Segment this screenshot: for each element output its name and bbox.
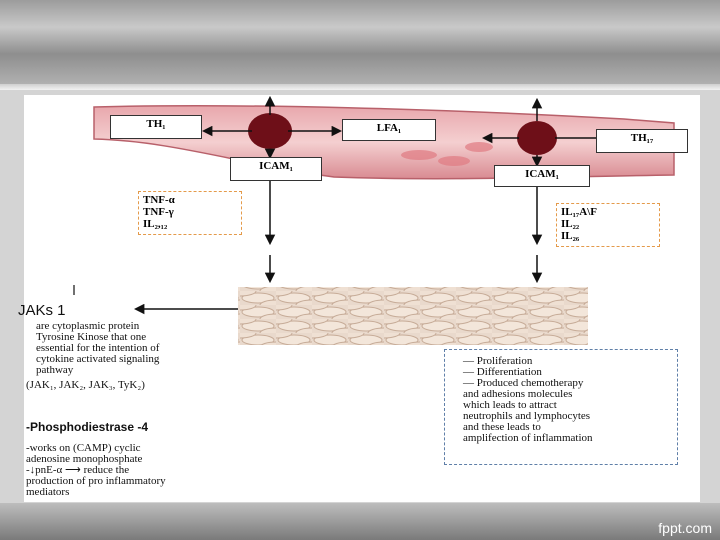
jak-title: JAKs 1 xyxy=(18,302,66,319)
jak-line: Tyrosine Kinose that one xyxy=(36,331,147,343)
diagram-graphics xyxy=(73,95,675,345)
effect-line: — Produced chemotherapy xyxy=(463,377,584,389)
pde-line: -↓pnE-α ⟶ reduce the xyxy=(26,464,130,476)
right-cytokine-box: IL₁₇A\F IL₂₂ IL₂₆ xyxy=(556,203,660,247)
pde-line: production of pro inflammatory xyxy=(26,475,166,487)
icam1-right-box: ICAM₁ xyxy=(494,165,590,187)
top-banner xyxy=(0,0,720,90)
effect-line: which leads to attract xyxy=(463,399,557,411)
slide: TH₁ LFA₁ TH₁₇ ICAM₁ ICAM₁ TNF-α TNF-γ IL… xyxy=(18,95,700,502)
cytokine-item: IL₂,₁₂ xyxy=(143,218,168,230)
jak-members: (JAK₁, JAK₂, JAK₃, TyK₂) xyxy=(26,379,145,391)
effect-line: neutrophils and lymphocytes xyxy=(463,410,591,422)
icam1-left-box: ICAM₁ xyxy=(230,157,322,181)
left-cytokine-box: TNF-α TNF-γ IL₂,₁₂ xyxy=(138,191,242,235)
pde-line: -works on (CAMP) cyclic xyxy=(26,442,141,454)
jak-line: essential for the intention of xyxy=(36,342,160,354)
th17-box: TH₁₇ xyxy=(596,129,688,153)
leukocyte-right xyxy=(517,121,557,155)
pde-line: mediators xyxy=(26,486,70,498)
cytokine-item: IL₁₇A\F xyxy=(561,206,597,218)
bottom-banner xyxy=(0,503,720,540)
jak-line: pathway xyxy=(36,364,74,376)
effect-line: — Proliferation xyxy=(463,355,533,367)
effect-line: and these leads to xyxy=(463,421,541,433)
jak-line: cytokine activated signaling xyxy=(36,353,160,365)
th1-box: TH₁ xyxy=(110,115,202,139)
pde-title: -Phosphodiestrase -4 xyxy=(26,420,149,434)
effect-line: and adhesions molecules xyxy=(463,388,573,400)
pde-description: -works on (CAMP) cyclic adenosine monoph… xyxy=(26,443,246,498)
lfa1-box: LFA₁ xyxy=(342,119,436,141)
effects-box: — Proliferation — Differentiation — Prod… xyxy=(444,349,678,465)
pde-line: adenosine monophosphate xyxy=(26,453,143,465)
red-blood-cell xyxy=(438,156,470,166)
leukocyte-left xyxy=(248,113,292,149)
red-blood-cell xyxy=(401,150,437,160)
cytokine-item: IL₂₂ xyxy=(561,218,580,230)
effect-line: — Differentiation xyxy=(463,366,542,378)
cytokine-item: IL₂₆ xyxy=(561,230,580,242)
jak-line: are cytoplasmic protein xyxy=(36,320,140,332)
epithelial-tissue xyxy=(238,287,588,345)
effect-line: amplifection of inflammation xyxy=(463,432,593,444)
brand-label: fppt.com xyxy=(658,520,712,536)
red-blood-cell xyxy=(465,142,493,152)
jak-description: are cytoplasmic protein Tyrosine Kinose … xyxy=(36,321,246,376)
cytokine-item: TNF-α xyxy=(143,194,175,206)
cytokine-item: TNF-γ xyxy=(143,206,174,218)
